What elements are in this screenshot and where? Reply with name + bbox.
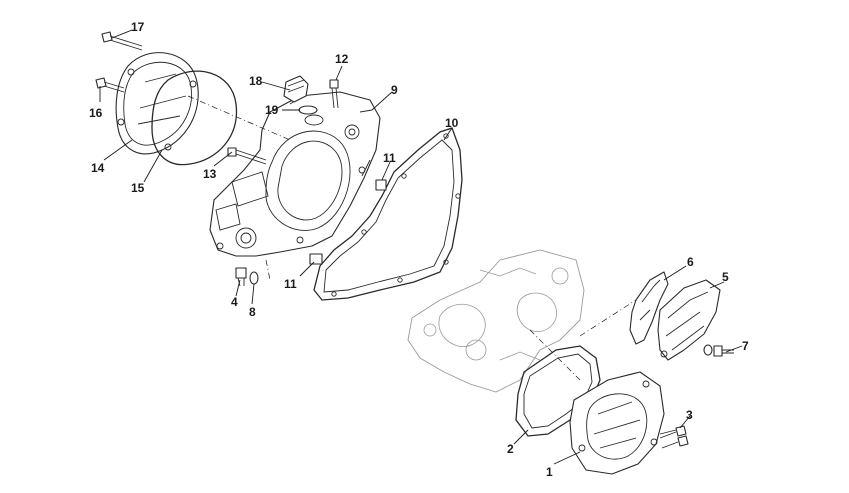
engine-crankcase-reference <box>407 249 585 393</box>
bolt-17[interactable] <box>101 31 143 51</box>
callout-14: 14 <box>91 161 105 175</box>
leader-lines <box>99 29 743 465</box>
callout-12: 12 <box>335 52 349 66</box>
callout-5: 5 <box>722 270 729 284</box>
callout-2: 2 <box>507 442 514 456</box>
drain-bolt-4[interactable] <box>235 267 247 287</box>
oil-plug-o-ring[interactable] <box>298 105 318 115</box>
dowel-pin-11-upper[interactable] <box>375 179 387 191</box>
oil-filler-plug[interactable] <box>283 75 309 103</box>
callout-18: 18 <box>249 74 263 88</box>
callout-8: 8 <box>249 305 256 319</box>
callout-13: 13 <box>203 167 217 181</box>
outer-clutch-cover[interactable] <box>115 52 199 155</box>
cover-bolts-3[interactable] <box>659 425 689 449</box>
callout-19: 19 <box>265 103 279 117</box>
callout-11-lower: 11 <box>284 277 297 291</box>
callout-4: 4 <box>231 295 238 309</box>
callout-11-upper: 11 <box>383 151 396 165</box>
callout-3: 3 <box>686 408 693 422</box>
sprocket-cover[interactable] <box>657 279 721 361</box>
callout-15: 15 <box>131 181 145 195</box>
callout-6: 6 <box>687 255 694 269</box>
callout-1: 1 <box>546 465 553 479</box>
callout-16: 16 <box>89 106 103 120</box>
clutch-cover-gasket[interactable] <box>313 127 463 301</box>
callout-10: 10 <box>445 116 459 130</box>
sprocket-cover-bolts-7[interactable] <box>703 344 734 357</box>
callout-7: 7 <box>742 339 749 353</box>
bolt-16[interactable] <box>95 77 125 93</box>
clutch-cover[interactable] <box>209 91 381 257</box>
callout-17: 17 <box>131 20 145 34</box>
callout-9: 9 <box>391 83 398 97</box>
assembly-axis-lines <box>187 95 637 381</box>
sprocket-cover-gasket[interactable] <box>629 271 669 345</box>
ignition-cover[interactable] <box>569 371 665 475</box>
callout-labels: 17 16 14 15 18 19 12 9 10 11 13 11 4 8 6… <box>89 20 749 479</box>
dowel-pin-11-lower[interactable] <box>309 253 323 265</box>
washer-8[interactable] <box>249 271 259 285</box>
bolt-12[interactable] <box>329 79 339 109</box>
outer-cover-gasket[interactable] <box>151 70 238 166</box>
